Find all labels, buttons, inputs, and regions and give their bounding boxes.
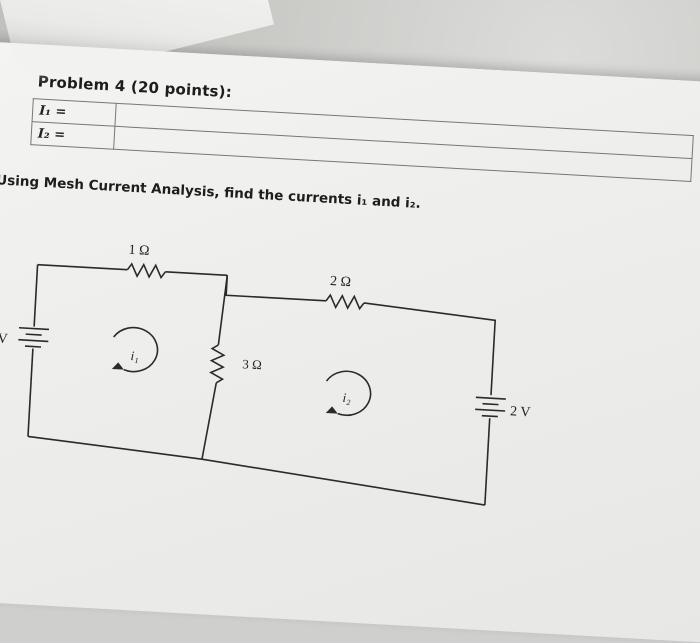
mesh-arrow-1 (113, 326, 159, 373)
label-r1: 1 Ω (128, 243, 150, 259)
wire-left-top (33, 264, 39, 327)
battery-1v-plate3 (18, 338, 49, 343)
resistor-3ohm (209, 344, 226, 384)
paper-sheet: Problem 4 (20 points): I₁ = I₂ = Using M… (0, 40, 700, 643)
wire-mid-bottom (201, 382, 218, 460)
label-r2: 2 Ω (330, 274, 352, 290)
wire-right-bottom (484, 418, 491, 506)
battery-2v-plate2 (482, 402, 499, 406)
label-r3: 3 Ω (242, 356, 262, 372)
wire-top-right-b (363, 302, 497, 396)
circuit-diagram: 1 Ω 2 Ω 3 Ω 1 V 2 V i₁ i₂ (0, 243, 531, 506)
mesh-arrow-1-head (111, 362, 124, 370)
mesh-arrow-2 (325, 370, 372, 417)
label-mesh2: i₂ (342, 390, 351, 405)
battery-2v-plate1 (475, 396, 506, 400)
battery-1v-plate4 (24, 345, 42, 348)
battery-2v-plate4 (481, 414, 498, 418)
answer-label-i2: I₂ = (30, 121, 115, 150)
label-mesh1: i₁ (130, 348, 139, 363)
battery-2v-plate3 (475, 408, 506, 412)
resistor-1ohm (126, 262, 167, 280)
wire-mid-top (217, 275, 229, 346)
problem-title: Problem 4 (20 points): (37, 72, 233, 102)
wire-top-right-a (225, 275, 327, 302)
wire-bottom (27, 435, 485, 506)
wire-top-left (37, 263, 128, 271)
answer-table: I₁ = I₂ = (30, 98, 694, 182)
label-v1: 1 V (0, 331, 8, 347)
wire-top-mid (165, 271, 228, 277)
wire-left-bottom (27, 348, 34, 437)
mesh-arrow-2-head (325, 406, 338, 414)
battery-1v-plate1 (18, 326, 50, 331)
battery-1v-plate2 (25, 333, 42, 336)
label-v2: 2 V (510, 404, 531, 420)
resistor-2ohm (325, 293, 365, 311)
